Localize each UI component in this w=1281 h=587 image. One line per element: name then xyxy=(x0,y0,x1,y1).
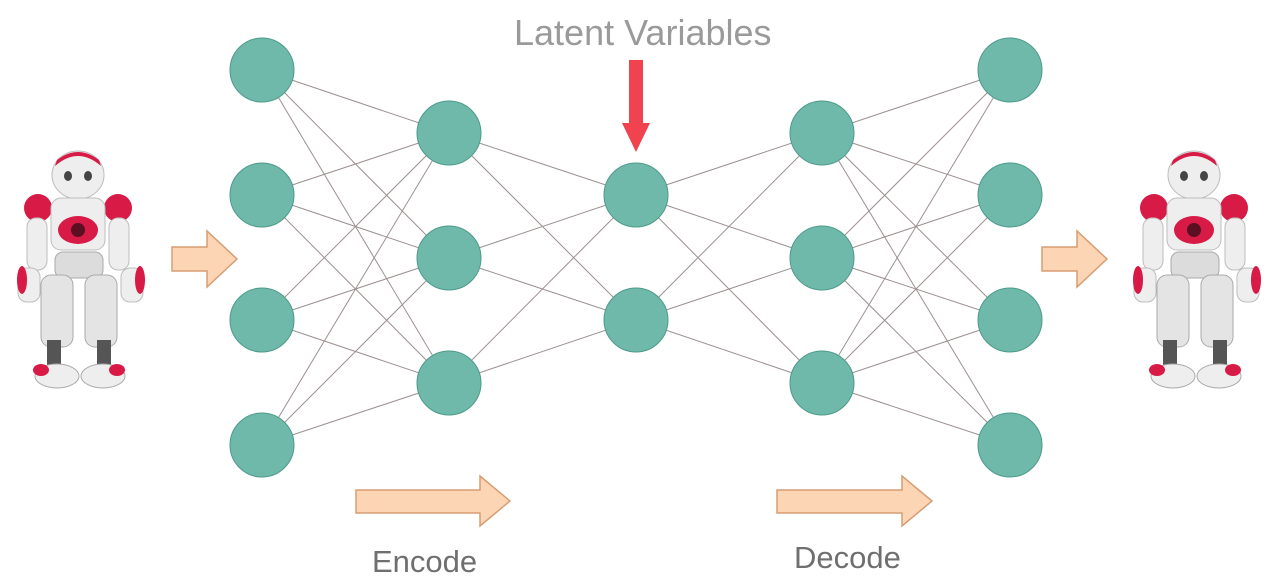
node-layer1-2 xyxy=(416,350,482,416)
edge-l0-n1-to-n0 xyxy=(261,132,450,196)
edge-l3-n2-to-n2 xyxy=(821,319,1011,384)
node-layer4-0 xyxy=(977,37,1043,103)
decode-label: Decode xyxy=(794,540,901,575)
encode-arrow xyxy=(355,474,512,528)
node-layer3-2 xyxy=(789,350,855,416)
node-layer0-0 xyxy=(229,37,295,103)
node-layer4-1 xyxy=(977,162,1043,228)
robot-icon xyxy=(1133,150,1261,389)
edge-l2-n0-to-n0 xyxy=(635,132,823,196)
network-nodes xyxy=(229,37,1043,478)
node-layer0-2 xyxy=(229,287,295,353)
edge-l0-n2-to-n0 xyxy=(261,132,450,321)
encode-label: Encode xyxy=(372,544,478,579)
edge-l0-n3-to-n1 xyxy=(261,257,450,446)
node-layer0-1 xyxy=(229,162,295,228)
edge-l1-n2-to-n0 xyxy=(448,194,637,384)
edge-l0-n0-to-n0 xyxy=(261,69,450,134)
node-layer2-0 xyxy=(603,162,669,228)
node-layer1-0 xyxy=(416,100,482,166)
edge-l0-n3-to-n2 xyxy=(261,382,450,446)
edge-l2-n1-to-n1 xyxy=(635,257,823,321)
node-layer3-1 xyxy=(789,225,855,291)
node-layer3-0 xyxy=(789,100,855,166)
node-layer4-2 xyxy=(977,287,1043,353)
edge-l3-n0-to-n0 xyxy=(821,69,1011,134)
node-layer4-3 xyxy=(977,412,1043,478)
output-arrow xyxy=(1041,229,1109,289)
edge-l3-n2-to-n3 xyxy=(821,382,1011,446)
input-arrow xyxy=(171,229,239,289)
network-edges xyxy=(261,69,1011,446)
edge-l3-n1-to-n0 xyxy=(821,69,1011,259)
edge-l2-n1-to-n0 xyxy=(635,132,823,321)
latent-arrow xyxy=(622,60,650,152)
latent-variables-label: Latent Variables xyxy=(514,12,772,53)
edge-l1-n0-to-n0 xyxy=(448,132,637,196)
decode-arrow xyxy=(776,474,934,528)
edge-l3-n2-to-n1 xyxy=(821,194,1011,384)
robot-icon xyxy=(17,150,145,389)
edge-l1-n2-to-n1 xyxy=(448,319,637,384)
edge-l3-n2-to-n0 xyxy=(821,69,1011,384)
edge-l2-n1-to-n2 xyxy=(635,319,823,384)
node-layer0-3 xyxy=(229,412,295,478)
node-layer1-1 xyxy=(416,225,482,291)
edge-l1-n1-to-n0 xyxy=(448,194,637,259)
edge-l0-n3-to-n0 xyxy=(261,132,450,446)
node-layer2-1 xyxy=(603,287,669,353)
